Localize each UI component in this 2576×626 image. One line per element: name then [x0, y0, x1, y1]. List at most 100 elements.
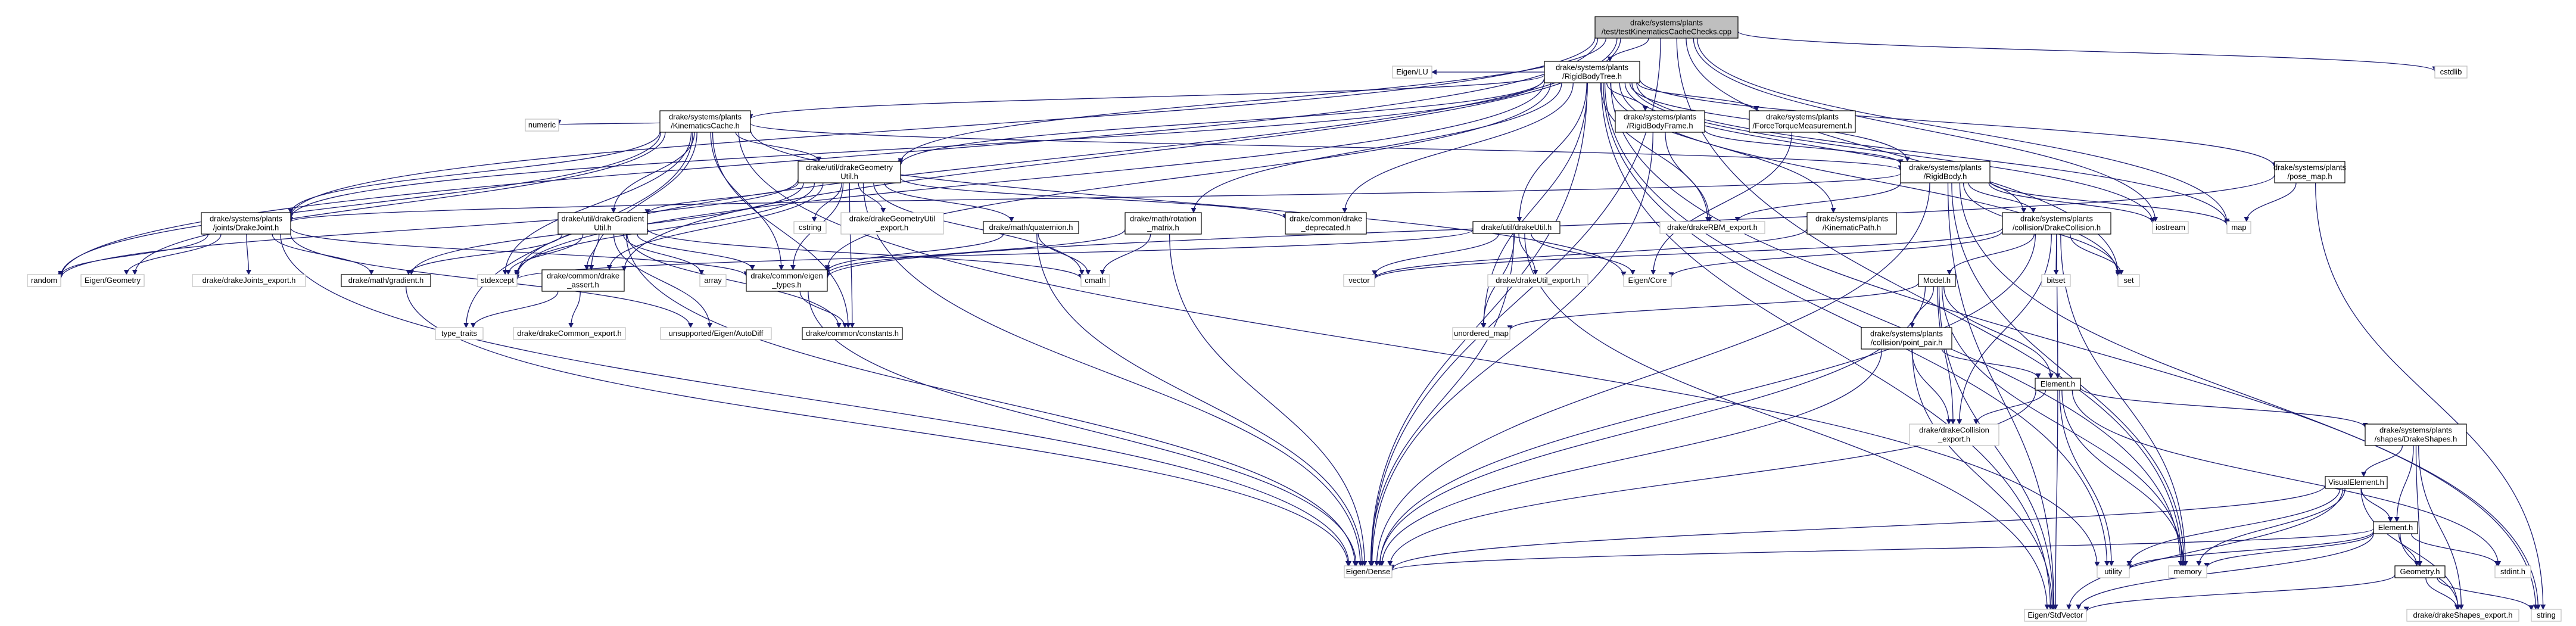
- node-label: /ForceTorqueMeasurement.h: [1753, 122, 1852, 130]
- node-label: drake/common/constants.h: [806, 329, 899, 338]
- node-vector: vector: [1343, 274, 1375, 287]
- edge-drakeshapes-to-shapesexport: [2418, 445, 2464, 610]
- node-label: vector: [1348, 276, 1370, 285]
- node-numeric: numeric: [525, 119, 559, 132]
- node-bitset: bitset: [2041, 274, 2071, 287]
- node-box: [2024, 609, 2087, 622]
- node-deprecated[interactable]: drake/common/drake_deprecated.h: [1285, 212, 1367, 235]
- node-drakejoint[interactable]: drake/systems/plants/joints/DrakeJoint.h: [201, 212, 291, 235]
- edge-pointpair-to-element: [1941, 348, 2041, 379]
- node-rigidbody[interactable]: drake/systems/plants/RigidBody.h: [1900, 161, 1991, 183]
- node-constants[interactable]: drake/common/constants.h: [802, 327, 903, 340]
- edges-layer: [58, 31, 2546, 612]
- node-rbt[interactable]: drake/systems/plants/RigidBodyTree.h: [1544, 61, 1640, 83]
- node-autodiff: unsupported/Eigen/AutoDiff: [660, 327, 772, 340]
- node-label: Model.h: [1923, 276, 1951, 285]
- node-posemap[interactable]: drake/systems/plants/pose_map.h: [2273, 161, 2347, 183]
- node-label: /shapes/DrakeShapes.h: [2375, 435, 2457, 444]
- node-box: [2226, 221, 2251, 234]
- node-drakecoll[interactable]: drake/systems/plants/collision/DrakeColl…: [2002, 212, 2111, 235]
- edge-rbt-to-geomutil: [898, 78, 1545, 166]
- node-kinpath[interactable]: drake/systems/plants/KinematicPath.h: [1806, 212, 1897, 235]
- node-box: [1594, 16, 1739, 39]
- edge-gradient-to-eigendense: [406, 286, 1351, 566]
- node-random: random: [27, 274, 61, 287]
- node-box: [1861, 327, 1952, 350]
- node-box: [659, 110, 751, 133]
- edge-model-to-memory: [1941, 286, 2185, 566]
- edge-rbt-to-posemap: [1639, 79, 2278, 168]
- node-visualelement[interactable]: VisualElement.h: [2325, 476, 2388, 489]
- node-box: [983, 221, 1079, 234]
- node-label: unordered_map: [1454, 329, 1509, 338]
- node-geometry[interactable]: Geometry.h: [2394, 565, 2446, 578]
- node-root[interactable]: drake/systems/plants/test/testKinematics…: [1594, 16, 1739, 39]
- node-forcetorque[interactable]: drake/systems/plants/ForceTorqueMeasurem…: [1749, 110, 1856, 133]
- node-gradient[interactable]: drake/math/gradient.h: [341, 274, 431, 287]
- node-geomutil[interactable]: drake/util/drakeGeometryUtil.h: [798, 161, 901, 183]
- edge-pointpair-to-eigendense: [1379, 348, 1883, 566]
- edge-element-to-utility: [2059, 390, 2114, 566]
- node-string: string: [2531, 609, 2562, 622]
- node-element2[interactable]: Element.h: [2373, 521, 2418, 534]
- node-label: /RigidBodyFrame.h: [1627, 122, 1693, 130]
- node-rbmexport: drake/drakeRBM_export.h: [1659, 221, 1765, 234]
- edge-geometry-to-shapesexport: [2425, 577, 2460, 610]
- node-box: [2531, 609, 2562, 622]
- node-element[interactable]: Element.h: [2035, 378, 2081, 391]
- node-box: [541, 269, 625, 292]
- edge-rbt-to-rbframe: [1606, 82, 1648, 111]
- edge-visualelement-to-eigendense: [1389, 485, 2326, 571]
- node-label: Util.h: [594, 223, 612, 232]
- edge-root-to-dassert: [621, 38, 1621, 272]
- node-commonexport: drake/drakeCommon_export.h: [513, 327, 626, 340]
- node-label: /RigidBodyTree.h: [1562, 72, 1622, 81]
- node-dassert[interactable]: drake/common/drake_assert.h: [541, 269, 625, 292]
- node-label: cstring: [799, 223, 821, 232]
- node-rbframe[interactable]: drake/systems/plants/RigidBodyFrame.h: [1615, 110, 1705, 133]
- node-drakeshapes[interactable]: drake/systems/plants/shapes/DrakeShapes.…: [2365, 423, 2467, 446]
- node-box: [2002, 212, 2111, 235]
- node-label: Util.h: [840, 172, 858, 181]
- node-label: Eigen/StdVector: [2027, 611, 2083, 619]
- edge-element-to-memory: [2061, 390, 2186, 566]
- edge-kincache-to-drakejoint: [288, 131, 661, 214]
- node-label: cmath: [1085, 276, 1105, 285]
- edge-rbframe-to-eigendense: [1369, 132, 1653, 566]
- edge-rbt-to-utility: [1603, 82, 2110, 566]
- node-label: random: [31, 276, 57, 285]
- node-quaternion[interactable]: drake/math/quaternion.h: [983, 221, 1079, 234]
- edge-visualelement-to-element2: [2361, 488, 2393, 522]
- edge-drakecoll-to-set: [2070, 233, 2124, 275]
- node-eigenlu: Eigen/LU: [1392, 66, 1432, 79]
- node-box: [1749, 110, 1856, 133]
- node-box: [802, 327, 903, 340]
- node-box: [1909, 423, 1999, 446]
- node-label: drake/util/drakeGradient: [562, 214, 644, 223]
- node-eigendense: Eigen/Dense: [1344, 565, 1393, 578]
- node-label: VisualElement.h: [2328, 478, 2384, 487]
- node-eigencore: Eigen/Core: [1623, 274, 1672, 287]
- edge-element2-to-eigendense: [1389, 528, 2374, 572]
- node-eigentypes[interactable]: drake/common/eigen_types.h: [746, 269, 828, 292]
- edge-root-to-memory: [1676, 38, 2185, 566]
- node-label: drake/math/gradient.h: [348, 276, 423, 285]
- node-label: _assert.h: [566, 281, 599, 289]
- edge-model-to-pointpair: [1909, 286, 1935, 328]
- node-pointpair[interactable]: drake/systems/plants/collision/point_pai…: [1861, 327, 1952, 350]
- node-cstdlib: cstdlib: [2434, 66, 2468, 79]
- node-utilh[interactable]: drake/util/drakeUtil.h: [1472, 221, 1560, 234]
- node-label: drake/drakeRBM_export.h: [1667, 223, 1758, 232]
- node-label: drake/systems/plants: [1766, 113, 1839, 122]
- node-label: drake/common/drake: [547, 272, 619, 281]
- edge-kincache-to-numeric: [556, 119, 661, 126]
- node-kincache[interactable]: drake/systems/plants/KinematicsCache.h: [659, 110, 751, 133]
- node-box: [1806, 212, 1897, 235]
- edge-geomutil-to-constants: [849, 182, 855, 328]
- node-model[interactable]: Model.h: [1918, 274, 1956, 287]
- edge-kincache-to-constants: [712, 132, 851, 328]
- node-rotmatrix[interactable]: drake/math/rotation_matrix.h: [1125, 212, 1202, 235]
- edge-rbt-to-iostream: [1631, 82, 2156, 223]
- node-box: [2325, 476, 2388, 489]
